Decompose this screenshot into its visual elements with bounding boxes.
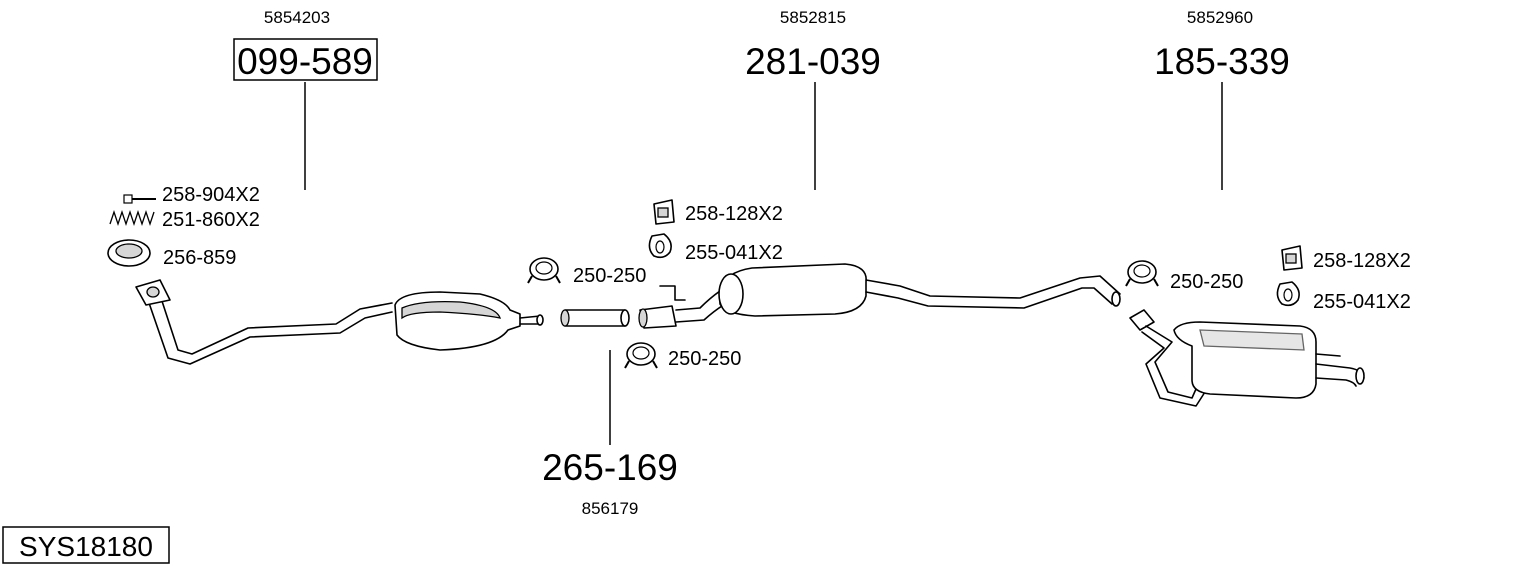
label-bolt[interactable]: 258-904X2 xyxy=(162,184,260,206)
clamp-icon-lower xyxy=(624,342,658,369)
part-number-rear-silencer[interactable]: 185-339 xyxy=(1154,41,1290,82)
bracket-icon-rear xyxy=(1281,245,1303,271)
hanger-icon-mid xyxy=(648,233,672,259)
oe-number-intermediate-pipe: 856179 xyxy=(582,499,639,518)
label-mid-hanger[interactable]: 255-041X2 xyxy=(685,242,783,264)
label-mid-bracket[interactable]: 258-128X2 xyxy=(685,203,783,225)
system-code-box xyxy=(2,526,170,564)
oe-number-middle-silencer: 5852815 xyxy=(780,8,846,27)
label-clamp-rear[interactable]: 250-250 xyxy=(1170,271,1243,293)
bolt-icon xyxy=(123,194,156,204)
rear-silencer[interactable] xyxy=(1129,309,1365,407)
hanger-icon-rear xyxy=(1276,281,1300,307)
label-clamp-lower[interactable]: 250-250 xyxy=(668,348,741,370)
spring-icon xyxy=(109,209,155,227)
oe-number-front-pipe: 5854203 xyxy=(264,8,330,27)
clamp-icon-front-mid xyxy=(527,257,561,284)
bracket-icon-mid xyxy=(653,199,675,225)
part-number-intermediate-pipe[interactable]: 265-169 xyxy=(542,447,678,488)
label-spring[interactable]: 251-860X2 xyxy=(162,209,260,231)
label-clamp-front-mid[interactable]: 250-250 xyxy=(573,265,646,287)
system-code: SYS18180 xyxy=(19,531,153,562)
middle-silencer[interactable] xyxy=(638,263,1121,329)
intermediate-pipe[interactable] xyxy=(560,309,630,327)
label-rear-hanger[interactable]: 255-041X2 xyxy=(1313,291,1411,313)
oe-number-rear-silencer: 5852960 xyxy=(1187,8,1253,27)
clamp-icon-rear xyxy=(1125,260,1159,287)
label-rear-bracket[interactable]: 258-128X2 xyxy=(1313,250,1411,272)
part-number-front-pipe[interactable]: 099-589 xyxy=(237,41,373,82)
front-pipe-catalyst[interactable] xyxy=(135,279,544,365)
label-gasket[interactable]: 256-859 xyxy=(163,247,236,269)
part-number-box xyxy=(233,38,378,81)
part-number-middle-silencer[interactable]: 281-039 xyxy=(745,41,881,82)
gasket-icon xyxy=(107,239,151,267)
